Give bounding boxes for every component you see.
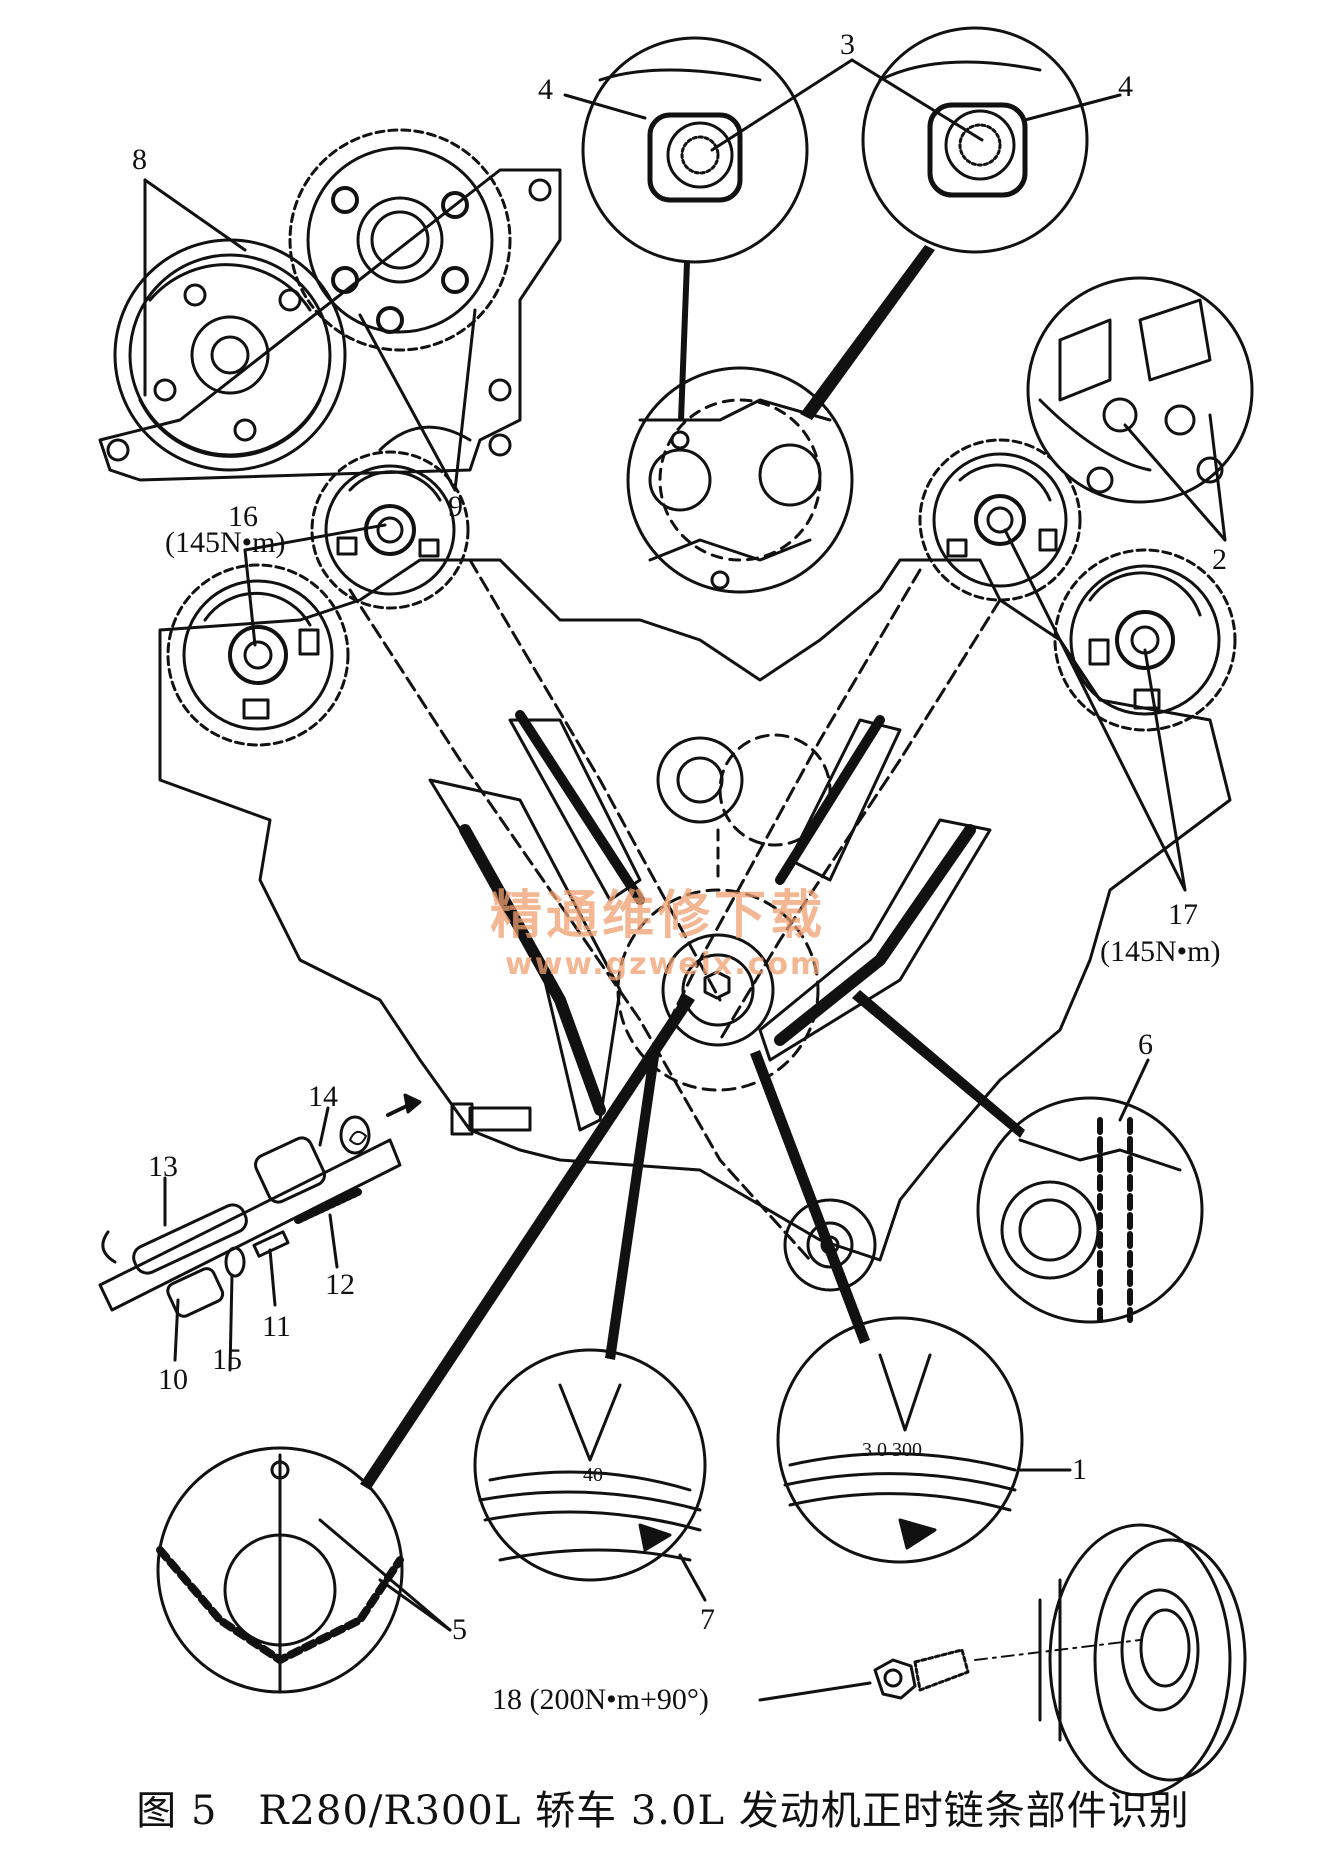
label-4-left: 4: [538, 73, 553, 106]
figure-caption: 图 5 R280/R300L 轿车 3.0L 发动机正时链条部件识别: [136, 1788, 1190, 1834]
leader-5: [318, 1518, 452, 1632]
leader-2: [1123, 413, 1227, 542]
label-2: 2: [1212, 543, 1227, 576]
leader-9: [358, 308, 477, 492]
guide-solid-right2: [774, 824, 976, 1046]
label-12: 12: [325, 1268, 355, 1301]
sprocket-left-intake: [310, 450, 470, 610]
cam-adjuster-detail: [98, 128, 562, 482]
label-3: 3: [840, 28, 855, 61]
leader-4: [563, 93, 1122, 122]
leaders-tensioner: [163, 1106, 339, 1372]
timing-mark-detail-left: [473, 1348, 707, 1582]
label-8: 8: [132, 143, 147, 176]
sensor-detail: [1026, 276, 1254, 504]
chain-mark-detail: [156, 1446, 404, 1694]
sprocket-right-intake: [918, 438, 1082, 602]
engine-block-outline: [158, 558, 1232, 1262]
pointer-3b: [800, 245, 935, 420]
label-4-right: 4: [1118, 70, 1133, 103]
camshaft-detail: [581, 26, 1089, 594]
label-11: 11: [262, 1310, 291, 1343]
pointer-3a: [678, 262, 690, 420]
leader-8: [143, 178, 247, 397]
guide-solid-left: [459, 824, 606, 1116]
leader-16: [243, 523, 387, 647]
label-16-torque: (145N•m): [165, 526, 286, 559]
tensioner-bolt: [450, 1102, 532, 1136]
timing-mark-detail-right: [776, 1316, 1024, 1564]
label-13: 13: [148, 1150, 178, 1183]
mark-300: 3 0 300: [862, 1439, 922, 1461]
sprocket-crankshaft: [616, 888, 820, 1092]
label-17-torque: (145N•m): [1100, 935, 1221, 968]
tensioner-parts: [98, 1093, 422, 1318]
pointer-1: [750, 1050, 870, 1344]
label-9: 9: [448, 490, 463, 523]
label-7: 7: [700, 1603, 715, 1636]
watermark-url: www.gzweix.com: [505, 947, 824, 982]
watermark-cn: 精通维修下载: [490, 886, 827, 946]
guide-solid-left2: [515, 710, 645, 905]
label-16: 16: [228, 500, 258, 533]
label-6: 6: [1138, 1028, 1153, 1061]
pointer-7: [605, 1048, 660, 1360]
label-18: 18 (200N•m+90°): [492, 1683, 709, 1716]
pointer-6: [852, 990, 1025, 1138]
mark-40: 40: [583, 1464, 603, 1486]
crank-bolt: [873, 1639, 1141, 1700]
label-17: 17: [1168, 898, 1198, 931]
label-10: 10: [158, 1363, 188, 1396]
leader-17: [1003, 528, 1187, 892]
leader-3: [710, 58, 984, 152]
label-14: 14: [308, 1080, 338, 1113]
pointer-5: [360, 994, 695, 1490]
sprocket-right-exhaust: [1053, 548, 1237, 732]
label-5: 5: [452, 1613, 467, 1646]
label-15: 15: [212, 1343, 242, 1376]
crank-pulley: [1038, 1523, 1247, 1797]
sprocket-left-exhaust: [166, 563, 350, 747]
sprocket-intermediate: [656, 733, 832, 847]
chain-detail: [976, 1096, 1204, 1324]
label-1: 1: [1072, 1453, 1087, 1486]
